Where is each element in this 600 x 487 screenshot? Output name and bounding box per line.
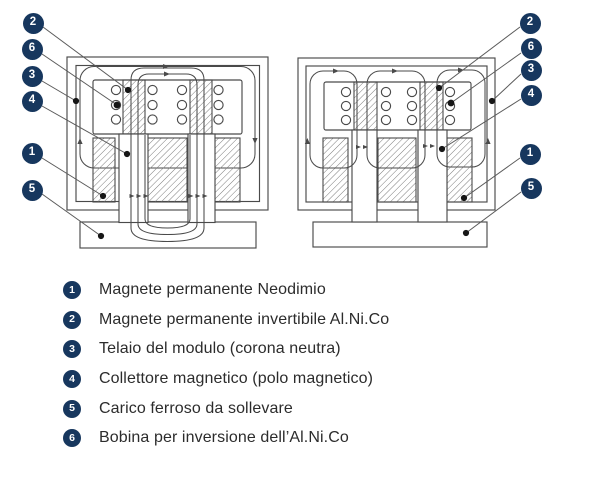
legend-label-2: Magnete permanente invertibile Al.Ni.Co [99, 310, 390, 328]
neodymium-magnet-region [377, 137, 417, 203]
callout-left-2: 2 [22, 12, 44, 34]
legend-badge-6: 6 [63, 429, 81, 448]
alnico-magnet-bar [189, 79, 213, 135]
neodymium-magnet-region [446, 137, 473, 203]
flux-direction-arrows [77, 64, 258, 198]
leader-lines [435, 26, 522, 237]
neodymium-magnet-region [92, 137, 116, 203]
legend-label-6: Bobina per inversione dell’Al.Ni.Co [99, 429, 349, 447]
legend: 1 Magnete permanente Neodimio 2 Magnete … [63, 275, 590, 453]
neodymium-magnet-region [322, 137, 349, 203]
callout-right-2: 2 [519, 12, 541, 34]
legend-label-4: Collettore magnetico (polo magnetico) [99, 369, 374, 387]
legend-badge-5: 5 [63, 399, 81, 418]
legend-label-5: Carico ferroso da sollevare [99, 399, 293, 417]
callout-right-1: 1 [519, 143, 541, 165]
ferrous-load-bar [312, 221, 488, 248]
callout-left-4: 4 [21, 90, 43, 112]
legend-item: 6 Bobina per inversione dell’Al.Ni.Co [63, 423, 590, 453]
legend-label-3: Telaio del modulo (corona neutra) [99, 340, 341, 358]
neodymium-magnet-region [146, 137, 188, 203]
legend-item: 3 Telaio del modulo (corona neutra) [63, 334, 590, 364]
callout-left-1: 1 [21, 142, 43, 164]
legend-item: 4 Collettore magnetico (polo magnetico) [63, 364, 590, 394]
diagram-drawing [41, 26, 522, 249]
neodymium-magnet-region [212, 137, 241, 203]
leader-lines [41, 26, 132, 240]
callout-right-5: 5 [520, 177, 542, 199]
legend-item: 1 Magnete permanente Neodimio [63, 275, 590, 305]
callout-left-3: 3 [21, 65, 43, 87]
legend-badge-4: 4 [63, 369, 81, 388]
pole-collector [417, 129, 448, 223]
callout-left-5: 5 [21, 179, 43, 201]
legend-badge-3: 3 [63, 340, 81, 359]
callout-right-6: 6 [520, 37, 542, 59]
right-module [297, 26, 522, 248]
pole-collector [351, 129, 378, 223]
callout-right-4: 4 [520, 84, 542, 106]
callout-right-3: 3 [520, 59, 542, 81]
left-module [41, 26, 269, 249]
flux-direction-arrows [304, 67, 491, 149]
pole-collector [187, 133, 216, 224]
legend-item: 5 Carico ferroso da sollevare [63, 394, 590, 424]
legend-badge-2: 2 [63, 310, 81, 329]
callout-left-6: 6 [21, 38, 43, 60]
legend-badge-1: 1 [63, 280, 81, 299]
flux-lines [130, 67, 205, 243]
pole-collector [118, 133, 149, 224]
legend-label-1: Magnete permanente Neodimio [99, 280, 326, 298]
legend-item: 2 Magnete permanente invertibile Al.Ni.C… [63, 305, 590, 335]
